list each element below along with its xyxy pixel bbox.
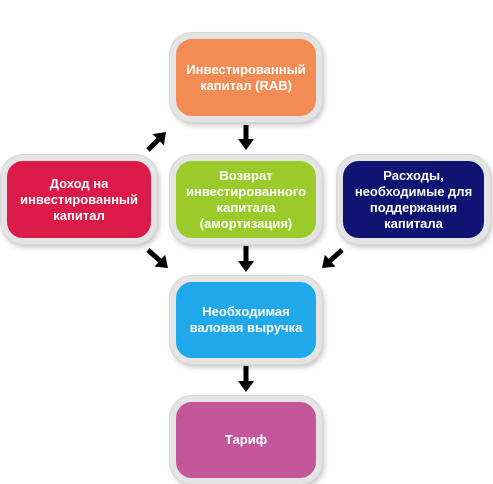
node-tariff-label: Тариф — [224, 432, 268, 447]
arrow-head — [322, 254, 336, 268]
node-maintenance-costs: Расходы, необходимые для поддержания кап… — [337, 155, 490, 244]
arrow-income-to-rab — [146, 132, 166, 152]
arrow-shaft — [146, 138, 160, 152]
arrow-income-to-rev — [146, 248, 168, 268]
node-required-revenue: Необходимая валовая выручка — [170, 276, 322, 364]
arrow-head — [238, 139, 254, 150]
node-return-of-capital: Возврат инвестированного капитала (аморт… — [170, 155, 322, 244]
node-tariff: Тариф — [170, 396, 322, 484]
arrow-shaft — [243, 125, 249, 139]
node-maintenance-costs-label: Расходы, необходимые для поддержания кап… — [354, 167, 473, 231]
node-required-revenue-label: Необходимая валовая выручка — [189, 304, 303, 335]
arrow-head — [238, 381, 254, 392]
arrow-rab-to-ret — [238, 125, 254, 150]
arrow-shaft — [243, 366, 249, 381]
arrow-head — [238, 261, 254, 272]
arrow-head — [152, 132, 166, 146]
node-return-on-capital: Доход на инвестированный капитал — [1, 155, 157, 244]
arrow-head — [154, 254, 168, 268]
node-return-of-capital-label: Возврат инвестированного капитала (аморт… — [185, 167, 307, 231]
node-invested-capital: Инвестированный капитал (RAB) — [170, 33, 322, 122]
arrow-shaft — [328, 248, 344, 263]
arrow-shaft — [146, 248, 162, 263]
node-invested-capital-label: Инвестированный капитал (RAB) — [186, 61, 306, 93]
arrow-shaft — [243, 246, 249, 261]
arrow-costs-to-rev — [322, 248, 344, 268]
arrow-rev-to-tariff — [238, 366, 254, 392]
node-return-on-capital-label: Доход на инвестированный капитал — [19, 175, 139, 223]
arrow-ret-to-rev — [238, 246, 254, 272]
